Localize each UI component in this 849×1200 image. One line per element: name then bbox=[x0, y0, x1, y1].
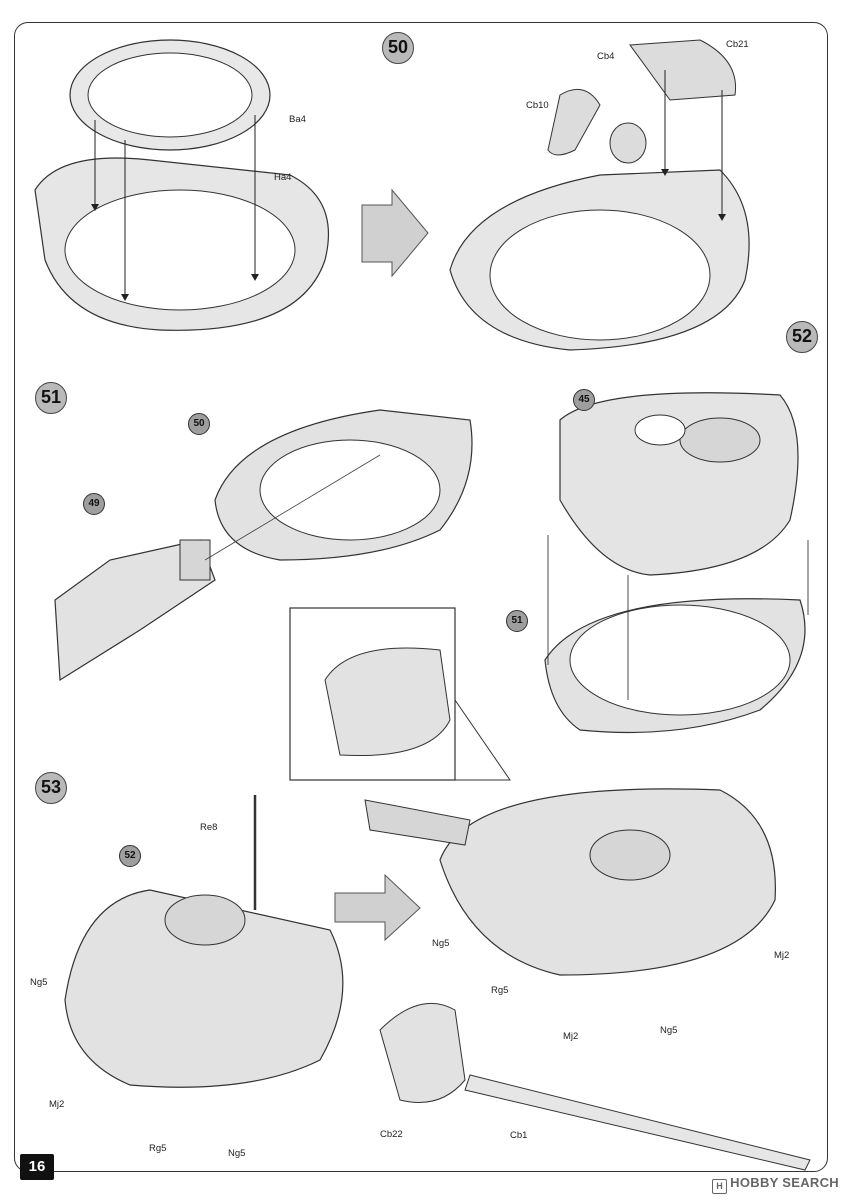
completed-turret-drawing bbox=[364, 788, 776, 976]
label-cb1: Cb1 bbox=[510, 1130, 528, 1141]
label-re8: Re8 bbox=[200, 822, 218, 833]
watermark-text: HOBBY SEARCH bbox=[730, 1175, 839, 1190]
ring-ba4-drawing bbox=[69, 39, 271, 151]
turret-top-45 bbox=[559, 392, 799, 576]
label-mj2-right: Mj2 bbox=[774, 950, 790, 961]
label-cb4: Cb4 bbox=[597, 51, 615, 62]
ref-badge-52: 52 bbox=[119, 845, 141, 867]
ref-badge-50: 50 bbox=[188, 413, 210, 435]
floor-ha4-drawing bbox=[34, 157, 329, 331]
label-ha4: Ha4 bbox=[274, 172, 292, 183]
label-cb21: Cb21 bbox=[726, 39, 749, 50]
label-mj2-middle: Mj2 bbox=[563, 1031, 579, 1042]
label-ng5-bottom: Ng5 bbox=[228, 1148, 246, 1159]
label-ng5-upper: Ng5 bbox=[432, 938, 450, 949]
assembled-floor-drawing bbox=[449, 39, 750, 351]
label-ng5-left: Ng5 bbox=[30, 977, 48, 988]
step-number-50: 50 bbox=[382, 32, 414, 64]
label-cb10: Cb10 bbox=[526, 100, 549, 111]
mantlet-cb22-drawing bbox=[379, 1002, 466, 1103]
page-frame bbox=[14, 22, 828, 1172]
ref-badge-45: 45 bbox=[573, 389, 595, 411]
label-mj2-left: Mj2 bbox=[49, 1099, 65, 1110]
label-ng5-right: Ng5 bbox=[660, 1025, 678, 1036]
turret-bottom-51 bbox=[544, 598, 806, 734]
big-arrow-2 bbox=[334, 873, 421, 942]
big-arrow-1 bbox=[361, 188, 429, 278]
barrel-cb1-drawing bbox=[464, 1074, 811, 1171]
page-number: 16 bbox=[20, 1154, 54, 1180]
turret-52-drawing bbox=[64, 795, 344, 1088]
ref-badge-51: 51 bbox=[506, 610, 528, 632]
gun-breech-49 bbox=[54, 539, 216, 682]
step-number-52: 52 bbox=[786, 321, 818, 353]
ref-badge-49: 49 bbox=[83, 493, 105, 515]
turret-base-assembly-51 bbox=[214, 409, 473, 561]
watermark-logo-icon: H bbox=[712, 1179, 728, 1194]
step-number-51: 51 bbox=[35, 382, 67, 414]
label-rg5-lower: Rg5 bbox=[149, 1143, 167, 1154]
label-ba4: Ba4 bbox=[289, 114, 306, 125]
label-cb22: Cb22 bbox=[380, 1129, 403, 1140]
step-number-53: 53 bbox=[35, 772, 67, 804]
label-rg5-upper: Rg5 bbox=[491, 985, 509, 996]
